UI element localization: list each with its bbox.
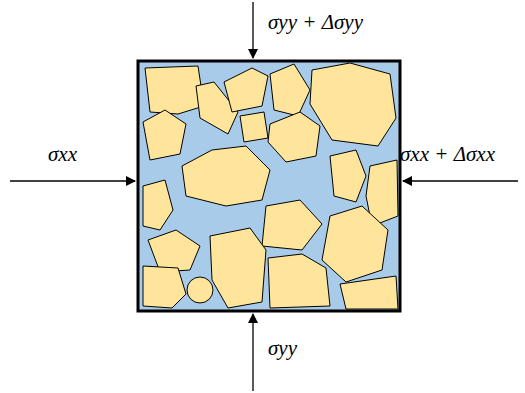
- load-arrow: [10, 180, 135, 181]
- stress-label: σyy: [268, 336, 297, 361]
- grains: [143, 63, 398, 309]
- stress-label: σyy + Δσyy: [268, 10, 363, 35]
- load-arrow: [252, 314, 253, 391]
- fluid-region: [138, 61, 400, 311]
- stress-label: σxx: [48, 142, 77, 167]
- load-arrow: [403, 180, 518, 181]
- load-arrow: [252, 2, 253, 58]
- sample-border: [138, 61, 400, 311]
- stress-label: σxx + Δσxx: [400, 142, 495, 167]
